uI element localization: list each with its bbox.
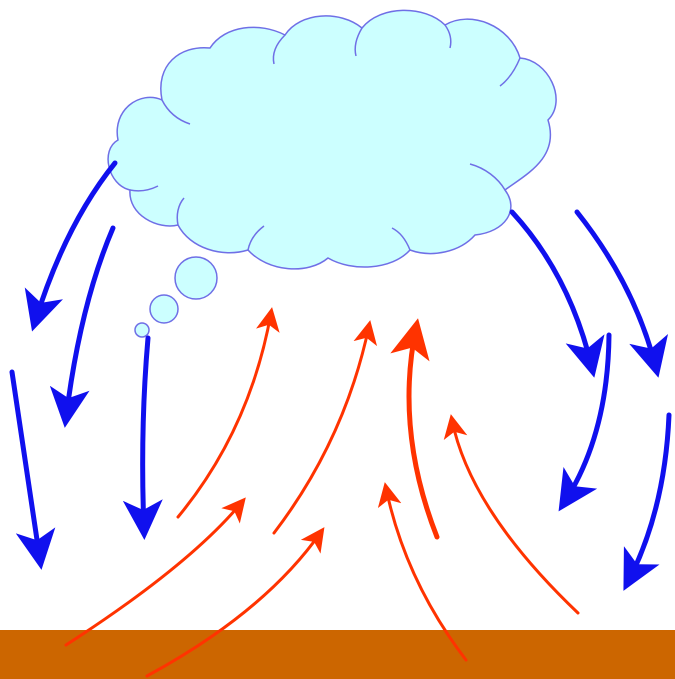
thought-bubble bbox=[175, 257, 217, 299]
updraft-arrow bbox=[452, 420, 578, 613]
downdraft-arrow bbox=[512, 212, 592, 368]
updraft-arrow bbox=[66, 502, 242, 645]
downdraft-arrow bbox=[66, 228, 113, 418]
downdraft-arrow bbox=[628, 415, 669, 582]
downdraft-arrow bbox=[35, 163, 115, 322]
downdraft-arrow bbox=[143, 338, 148, 530]
ground-band bbox=[0, 630, 675, 679]
updraft-arrow-thick bbox=[409, 328, 437, 537]
updraft-arrow bbox=[178, 313, 271, 517]
cloud bbox=[108, 10, 556, 269]
downdraft-arrow bbox=[577, 212, 656, 368]
updraft-arrow bbox=[274, 326, 369, 533]
cloud-body bbox=[108, 10, 556, 269]
thought-bubble bbox=[135, 323, 149, 337]
downdraft-arrow bbox=[564, 335, 609, 503]
thought-bubble bbox=[150, 295, 178, 323]
downdraft-arrow bbox=[12, 372, 40, 560]
